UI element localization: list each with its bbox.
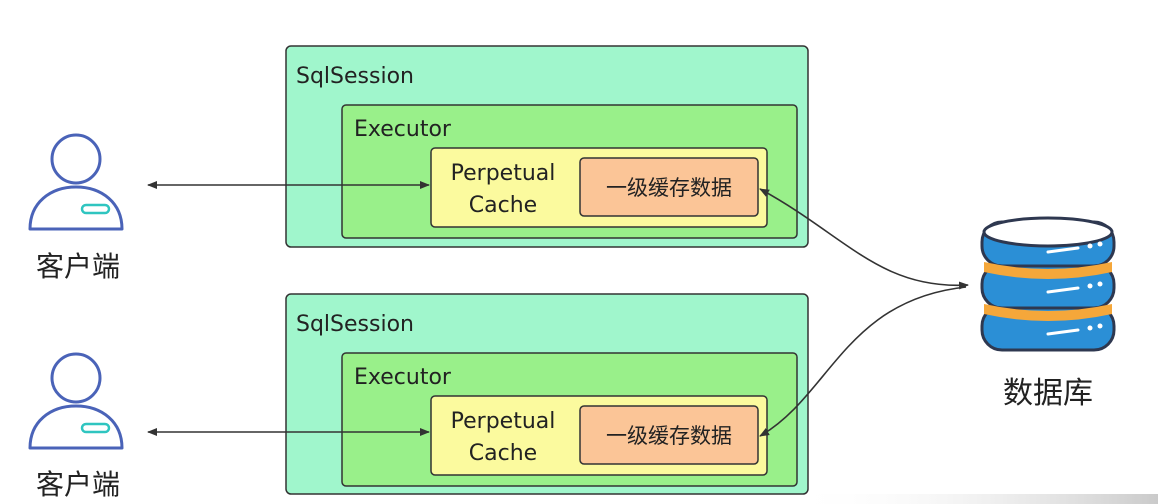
cache-database-arrow xyxy=(759,188,969,290)
sqlsession-title: SqlSession xyxy=(296,64,414,89)
cache-data-box xyxy=(579,405,759,465)
client-label: 客户端 xyxy=(36,468,120,501)
cache-database-arrow xyxy=(759,286,967,437)
sqlsession-title: SqlSession xyxy=(296,312,414,337)
cache-data-label: 一级缓存数据 xyxy=(606,176,732,200)
database-label: 数据库 xyxy=(1003,376,1093,411)
user-icon xyxy=(28,133,124,231)
perpetual-cache-line2: Cache xyxy=(469,193,537,218)
user-icon xyxy=(28,352,124,450)
perpetual-cache-line1: Perpetual xyxy=(451,409,556,434)
session-group-top: SqlSession Executor Perpetual Cache 一级缓存… xyxy=(285,45,809,248)
bottom-edge-shade xyxy=(790,494,1158,504)
cache-data-box xyxy=(579,157,759,217)
cache-data-label: 一级缓存数据 xyxy=(606,424,732,448)
executor-title: Executor xyxy=(354,365,452,390)
perpetual-cache-line1: Perpetual xyxy=(451,161,556,186)
session-group-bottom: SqlSession Executor Perpetual Cache 一级缓存… xyxy=(285,293,809,495)
perpetual-cache-line2: Cache xyxy=(469,441,537,466)
executor-title: Executor xyxy=(354,117,452,142)
client-label: 客户端 xyxy=(36,250,120,283)
database-icon xyxy=(980,216,1116,352)
